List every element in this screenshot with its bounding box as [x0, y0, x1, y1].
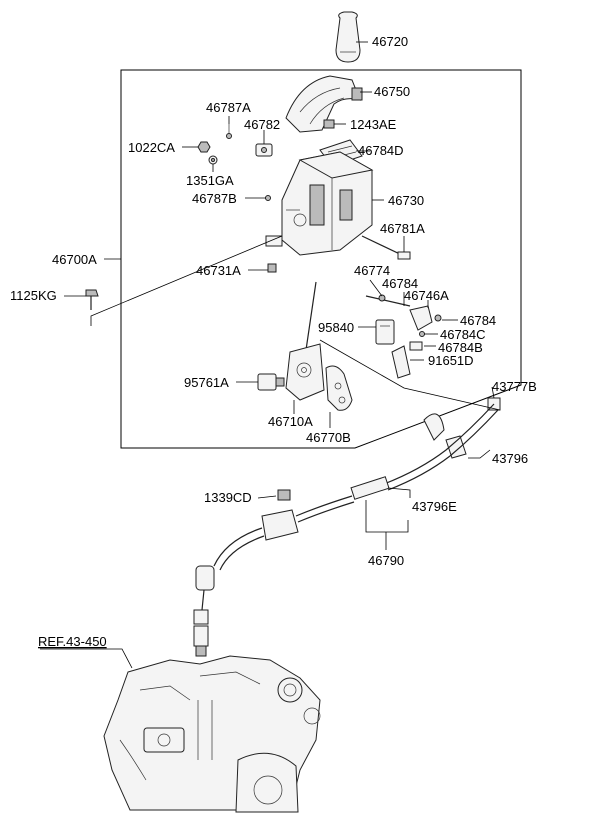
callout-46750: 46750	[374, 84, 410, 99]
callout-46784C: 46784C	[440, 327, 486, 342]
screw-1243AE	[323, 119, 335, 129]
washer-1351GA	[208, 155, 218, 165]
leader-lines	[40, 41, 501, 669]
shift-knob	[335, 11, 361, 63]
callout-46787B: 46787B	[192, 191, 237, 206]
reference-label: REF.43-450	[38, 634, 107, 649]
shift-lever	[285, 281, 325, 401]
mounting-bracket	[265, 235, 283, 273]
callout-1351GA: 1351GA	[186, 173, 234, 188]
callout-46784B: 46784B	[438, 340, 483, 355]
callout-1125KG: 1125KG	[10, 288, 57, 303]
shaft-pin	[361, 235, 411, 260]
transmission-assembly	[103, 655, 321, 813]
callout-46784D: 46784D	[358, 143, 404, 158]
callout-46774: 46774	[354, 263, 390, 278]
shift-cable	[193, 403, 499, 657]
solenoid-95761A	[257, 373, 285, 391]
pin-46787A	[226, 124, 232, 139]
shift-boot	[285, 75, 363, 133]
callout-43777B: 43777B	[492, 379, 537, 394]
callout-46790: 46790	[368, 553, 404, 568]
callout-46710A: 46710A	[268, 414, 313, 429]
callout-46746A: 46746A	[404, 288, 449, 303]
callout-46782: 46782	[244, 117, 280, 132]
callout-46787A: 46787A	[206, 100, 251, 115]
bolt-1125KG	[85, 289, 99, 310]
detent-plate	[325, 365, 353, 411]
callout-46720: 46720	[372, 34, 408, 49]
callout-46781A: 46781A	[380, 221, 425, 236]
switch-95840	[375, 319, 395, 345]
clip-parts	[391, 331, 425, 379]
callout-1339CD: 1339CD	[204, 490, 252, 505]
cable-lever-assembly	[365, 294, 442, 331]
callout-95840: 95840	[318, 320, 354, 335]
callout-1243AE: 1243AE	[350, 117, 397, 132]
clip-1339CD	[277, 489, 291, 501]
callout-46770B: 46770B	[306, 430, 351, 445]
callout-46700A: 46700A	[52, 252, 97, 267]
callout-46731A: 46731A	[196, 263, 241, 278]
callout-46784-upper: 46784	[382, 276, 418, 291]
callout-95761A: 95761A	[184, 375, 229, 390]
callout-91651D: 91651D	[428, 353, 474, 368]
callout-1022CA: 1022CA	[128, 140, 175, 155]
nut-1022CA	[197, 141, 211, 153]
callout-46730: 46730	[388, 193, 424, 208]
bracket-46782	[255, 143, 273, 157]
callout-43796E: 43796E	[412, 499, 457, 514]
callout-43796: 43796	[492, 451, 528, 466]
callout-46784-lower: 46784	[460, 313, 496, 328]
shifter-housing	[281, 151, 374, 256]
pin-46787B	[265, 195, 271, 201]
